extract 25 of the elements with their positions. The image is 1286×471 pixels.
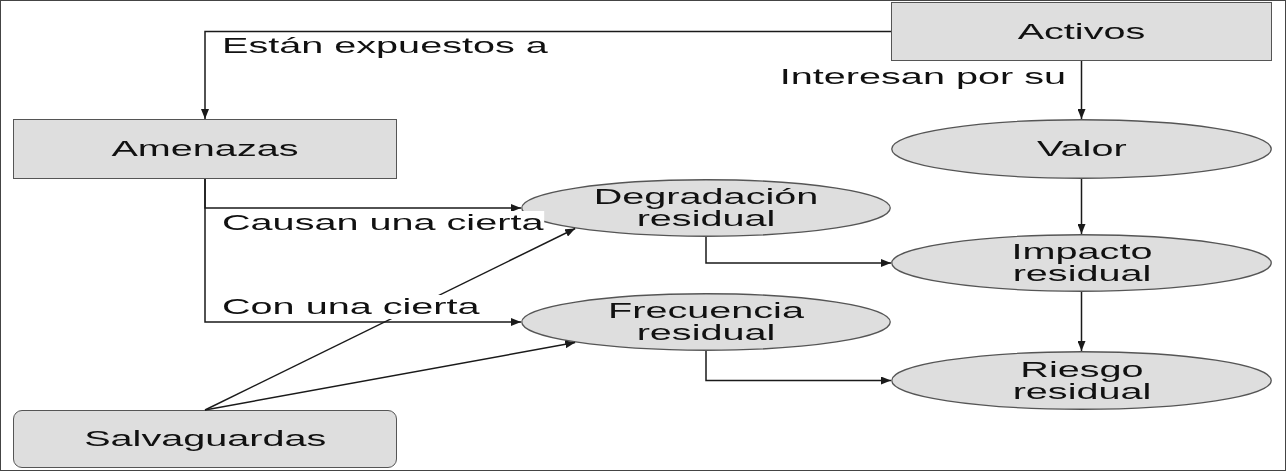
process-box xyxy=(13,119,397,179)
node-text: Valor xyxy=(1036,138,1127,160)
arrow xyxy=(201,30,892,120)
ellipse-node xyxy=(521,293,891,351)
ellipse-node xyxy=(891,119,1272,179)
node-text: Activos xyxy=(1017,20,1146,43)
ellipse-node xyxy=(891,234,1272,292)
arrow xyxy=(204,340,576,411)
arrow xyxy=(204,178,522,326)
node-text: Degradación residual xyxy=(592,186,820,230)
arrow xyxy=(1077,178,1086,235)
edge-label: Con una cierta xyxy=(222,295,480,319)
node-text: Frecuencia residual xyxy=(607,300,805,344)
arrow xyxy=(1077,291,1086,352)
node-text: Salvaguardas xyxy=(83,428,327,450)
arrow xyxy=(705,236,892,267)
arrow xyxy=(705,350,892,385)
ellipse-node xyxy=(891,351,1272,410)
process-box xyxy=(891,2,1272,61)
node-text: Riesgo residual xyxy=(1011,358,1152,403)
node-text: Impacto residual xyxy=(1010,241,1153,285)
arrow xyxy=(1077,60,1086,120)
edge-label: Están expuestos a xyxy=(222,34,548,58)
rounded-box xyxy=(13,410,397,468)
node-text: Amenazas xyxy=(111,138,299,160)
